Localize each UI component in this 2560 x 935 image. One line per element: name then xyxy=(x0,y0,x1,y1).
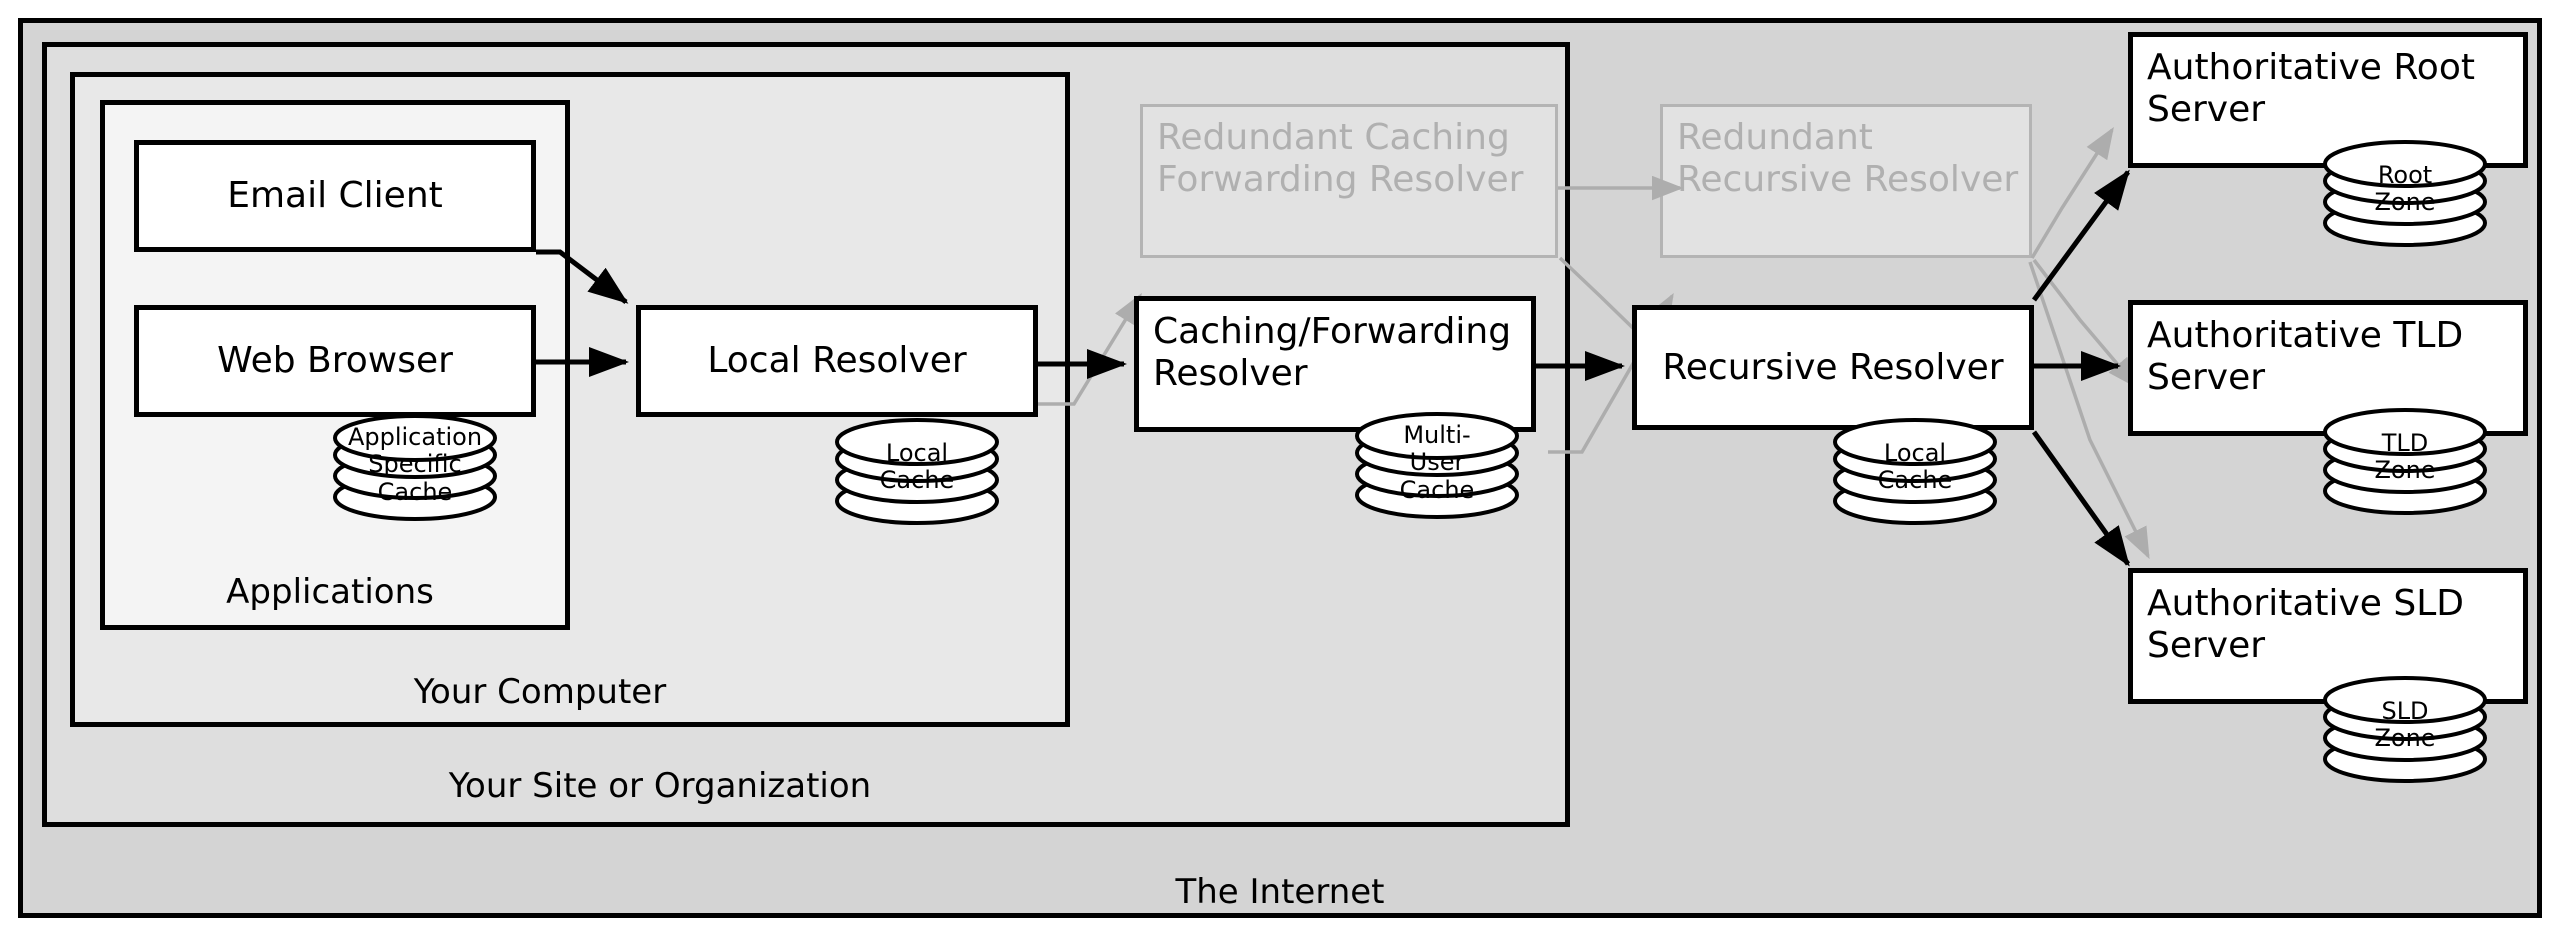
auth-sld-line2: Server xyxy=(2147,624,2266,666)
database-icon xyxy=(2323,140,2487,247)
redundant-caching-line1: Redundant Caching xyxy=(1157,117,1510,158)
cylinder-tld-zone[interactable]: TLD Zone xyxy=(2320,408,2490,518)
cylinder-sld-zone[interactable]: SLD Zone xyxy=(2320,676,2490,786)
zone-label-your-site: Your Site or Organization xyxy=(448,766,872,806)
node-email-client[interactable]: Email Client xyxy=(134,140,536,252)
zone-label-the-internet: The Internet xyxy=(1175,872,1385,912)
arrow-email-client-to-local-resolver xyxy=(536,249,629,304)
auth-tld-line1: Authoritative TLD xyxy=(2147,315,2464,356)
cylinder-local-cache-recursive[interactable]: Local Cache xyxy=(1830,418,2000,528)
redundant-recursive-line2: Recursive Resolver xyxy=(1677,158,2019,200)
node-redundant-recursive-resolver[interactable]: Redundant Recursive Resolver xyxy=(1660,104,2032,258)
arrow-redundant-recursive-to-auth-sld xyxy=(2028,261,2150,560)
node-caching-forwarding-resolver[interactable]: Caching/Forwarding Resolver xyxy=(1134,296,1536,432)
cylinder-multi-user-cache[interactable]: Multi- User Cache xyxy=(1352,412,1522,522)
recursive-resolver-label: Recursive Resolver xyxy=(1662,346,2004,388)
zone-label-your-computer: Your Computer xyxy=(413,672,667,712)
caching-forwarding-line2: Resolver xyxy=(1153,352,1308,394)
database-icon xyxy=(333,414,497,521)
node-local-resolver[interactable]: Local Resolver xyxy=(636,305,1038,417)
node-redundant-caching-forwarding-resolver[interactable]: Redundant Caching Forwarding Resolver xyxy=(1140,104,1558,258)
caching-forwarding-line1: Caching/Forwarding xyxy=(1153,311,1512,352)
auth-tld-line2: Server xyxy=(2147,356,2266,398)
auth-root-line1: Authoritative Root xyxy=(2147,47,2475,88)
zone-label-applications: Applications xyxy=(226,572,434,612)
cylinder-root-zone[interactable]: Root Zone xyxy=(2320,140,2490,250)
node-recursive-resolver[interactable]: Recursive Resolver xyxy=(1632,305,2034,430)
redundant-caching-line2: Forwarding Resolver xyxy=(1157,158,1524,200)
database-icon xyxy=(1833,418,1997,525)
local-resolver-label: Local Resolver xyxy=(707,340,967,382)
node-authoritative-sld-server[interactable]: Authoritative SLD Server xyxy=(2128,568,2528,704)
auth-root-line2: Server xyxy=(2147,88,2266,130)
database-icon xyxy=(835,418,999,525)
node-web-browser[interactable]: Web Browser xyxy=(134,305,536,417)
cylinder-application-specific-cache[interactable]: Application Specific Cache xyxy=(330,414,500,524)
arrow-redundant-recursive-to-auth-root xyxy=(2030,127,2114,259)
web-browser-label: Web Browser xyxy=(217,340,453,382)
arrow-recursive-resolver-to-auth-sld xyxy=(2031,430,2131,567)
arrow-recursive-resolver-to-auth-root xyxy=(2031,169,2131,302)
redundant-recursive-line1: Redundant xyxy=(1677,117,1873,158)
database-icon xyxy=(2323,676,2487,783)
database-icon xyxy=(1355,412,1519,519)
database-icon xyxy=(2323,408,2487,515)
arrow-local-resolver-to-redundant-caching xyxy=(1038,293,1142,406)
email-client-label: Email Client xyxy=(227,175,443,217)
cylinder-local-cache-resolver[interactable]: Local Cache xyxy=(832,418,1002,528)
auth-sld-line1: Authoritative SLD xyxy=(2147,583,2465,624)
